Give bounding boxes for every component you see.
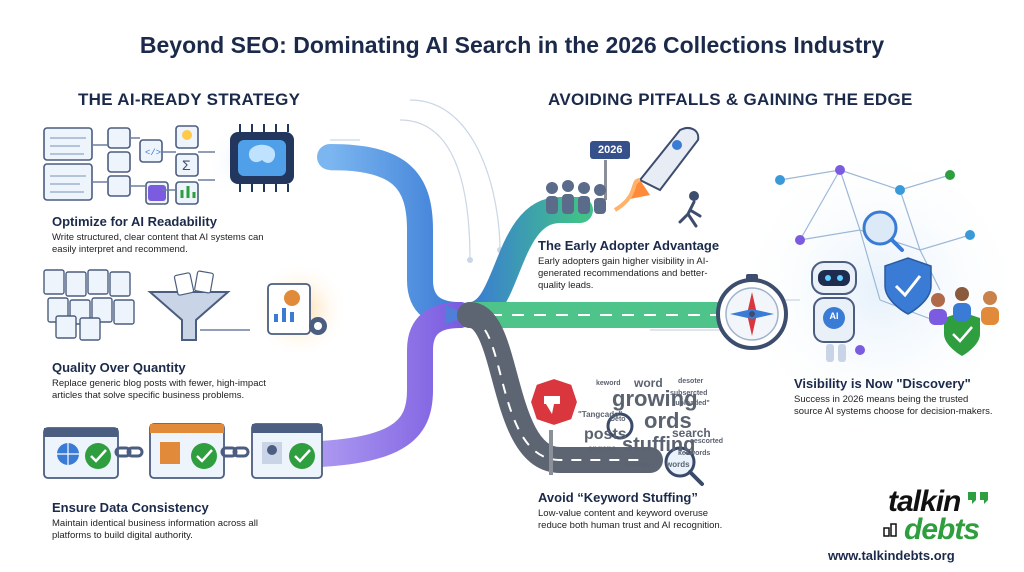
cloud-word: keswords bbox=[678, 450, 711, 457]
cloud-word: "uploaded" bbox=[672, 400, 710, 407]
strategy-consistency-title: Ensure Data Consistency bbox=[52, 500, 209, 515]
early-adopter-block: The Early Adopter Advantage Early adopte… bbox=[538, 238, 748, 292]
cloud-word: growing bbox=[612, 386, 698, 411]
strategy-quality-title: Quality Over Quantity bbox=[52, 360, 186, 375]
page-title: Beyond SEO: Dominating AI Search in the … bbox=[139, 32, 885, 58]
svg-text:</>: </> bbox=[145, 148, 161, 158]
cloud-word: words bbox=[666, 460, 690, 469]
website-url[interactable]: www.talkindebts.org bbox=[828, 548, 955, 563]
cloud-word: araken bbox=[624, 460, 650, 469]
discovery-title: Visibility is Now "Discovery" bbox=[794, 376, 971, 391]
cloud-word: word bbox=[634, 376, 663, 390]
strategy-consistency-body: Maintain identical business information … bbox=[52, 518, 258, 541]
svg-text:Σ: Σ bbox=[182, 157, 191, 173]
cloud-word: "Tangcade" bbox=[578, 410, 623, 419]
strategy-quality-body: Replace generic blog posts with fewer, h… bbox=[52, 378, 266, 401]
cloud-word: Deto bbox=[610, 416, 626, 423]
keyword-stuffing-block: Avoid “Keyword Stuffing” Low-value conte… bbox=[538, 490, 758, 532]
cloud-word: cescorted bbox=[690, 438, 724, 445]
discovery-body: Success in 2026 means being the trusted … bbox=[794, 394, 993, 417]
strategy-readability-body: Write structured, clear content that AI … bbox=[52, 232, 264, 255]
cloud-word: ords bbox=[644, 408, 692, 433]
year-badge: 2026 bbox=[590, 141, 631, 159]
strategy-readability: Optimize for AI Readability Write struct… bbox=[52, 214, 312, 256]
strategy-quality: Quality Over Quantity Replace generic bl… bbox=[52, 360, 312, 402]
robot-ai-label: AI bbox=[829, 311, 839, 321]
cloud-word: desoter bbox=[678, 378, 704, 385]
early-adopter-title: The Early Adopter Advantage bbox=[538, 238, 720, 253]
cloud-word: posts bbox=[584, 426, 627, 443]
right-section-heading: AVOIDING PITFALLS & GAINING THE EDGE bbox=[548, 90, 913, 109]
logo-text-talkin: talkin bbox=[888, 485, 961, 518]
discovery-block: Visibility is Now "Discovery" Success in… bbox=[794, 376, 1014, 418]
cloud-word: search bbox=[672, 426, 711, 440]
cloud-word: stuffing bbox=[622, 434, 696, 456]
logo-text-debts: debts bbox=[904, 513, 980, 546]
early-adopter-body: Early adopters gain higher visibility in… bbox=[538, 256, 709, 291]
cloud-word: keword bbox=[596, 380, 621, 387]
keyword-stuffing-body: Low-value content and keyword overuse re… bbox=[538, 508, 723, 531]
keyword-word-cloud: keword word desoter growing subsercted "… bbox=[578, 376, 724, 476]
keyword-stuffing-title: Avoid “Keyword Stuffing” bbox=[538, 490, 698, 505]
left-section-heading: THE AI-READY STRATEGY bbox=[78, 90, 301, 109]
cloud-word: subsercted bbox=[670, 390, 708, 397]
strategy-consistency: Ensure Data Consistency Maintain identic… bbox=[52, 500, 312, 542]
strategy-readability-title: Optimize for AI Readability bbox=[52, 214, 217, 229]
cloud-word: engens bbox=[588, 444, 617, 453]
talkindebts-logo: talkin debts bbox=[888, 485, 980, 546]
